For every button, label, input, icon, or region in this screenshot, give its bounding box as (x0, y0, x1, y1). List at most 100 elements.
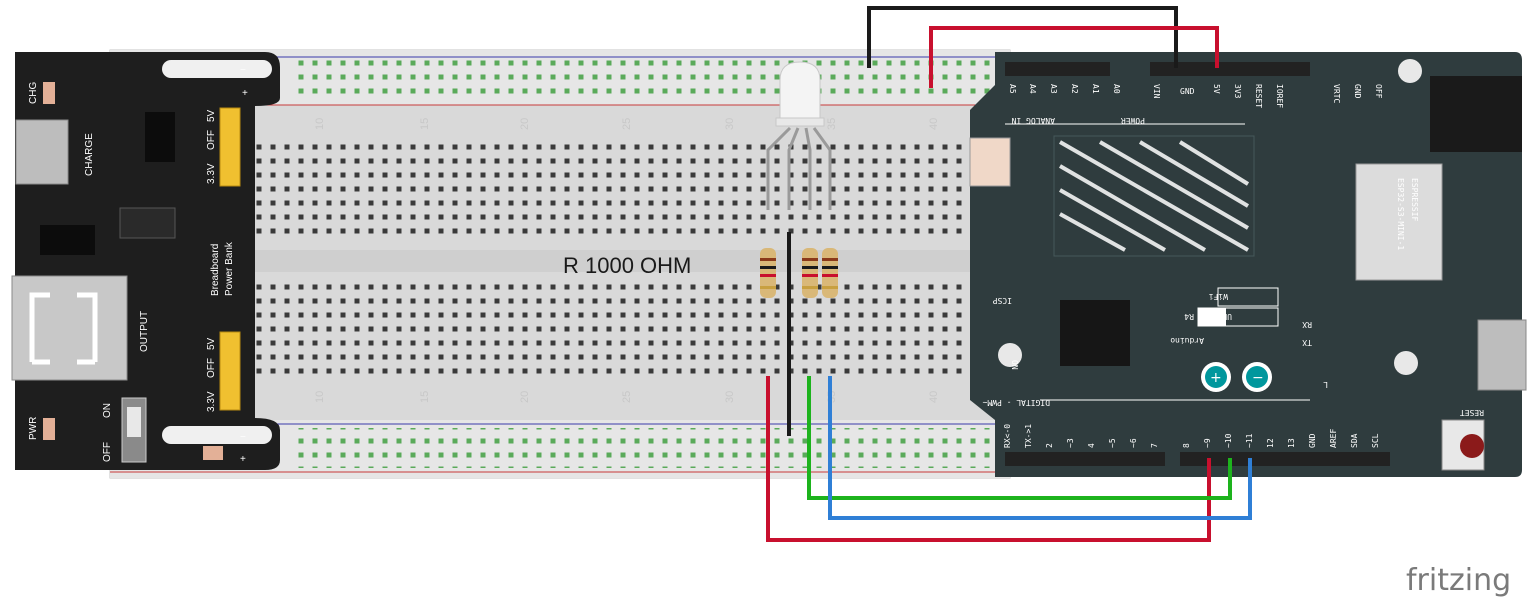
analog-in-header: ANALOG IN (1011, 116, 1055, 125)
on-label: ON (102, 403, 113, 418)
pin-label: VIN (1152, 84, 1161, 99)
usb-a-port (11, 275, 128, 381)
wire-blue-pin11 (828, 376, 1252, 520)
wires (766, 6, 1252, 542)
reset-button-cap[interactable] (1460, 434, 1484, 458)
pin-label: 12 (1266, 438, 1275, 448)
module-line2: ESP32-S3-MINI-1 (1396, 178, 1405, 250)
rail-minus-label-bottom: − (240, 432, 246, 443)
wire-green-pin10 (807, 376, 1232, 500)
mount-hole (1394, 351, 1418, 375)
col-number: 30 (724, 391, 736, 403)
power-pins: VIN GND 5V 3V3 RESET IOREF (1152, 84, 1284, 108)
pin-label: SDA (1350, 433, 1359, 448)
plus-icon: + (1210, 370, 1222, 386)
pin-label: RX<-0 (1003, 424, 1012, 448)
resistor (802, 248, 818, 298)
pin-label: 3V3 (1233, 84, 1242, 99)
col-number: 35 (826, 118, 838, 130)
r4-label: R4 (1184, 312, 1194, 321)
pin-label: AREF (1329, 429, 1338, 448)
pin-label: 13 (1287, 438, 1296, 448)
jumper-bottom[interactable] (219, 331, 241, 411)
pin-label: A2 (1070, 84, 1079, 94)
pwr-label: PWR (28, 417, 39, 440)
col-number: 25 (621, 118, 633, 130)
pin-label: A5 (1008, 84, 1017, 94)
uno-label: UNO (1217, 312, 1232, 321)
usb-symbol (29, 292, 98, 365)
chg-led (43, 82, 55, 104)
resistor (822, 248, 838, 298)
jumper-5v-label: 5V (206, 109, 217, 122)
power-header: POWER (1121, 116, 1145, 125)
power-switch-knob[interactable] (127, 407, 141, 437)
rgb-led (766, 61, 832, 210)
jumper-top[interactable] (219, 107, 241, 187)
pin-label: GND (1353, 84, 1362, 99)
rx-label: RX (1302, 320, 1312, 329)
terminal-strip-top (250, 140, 970, 238)
digital-pins: RX<-0 TX->1 2 ~3 4 ~5 ~6 7 8 ~9 ~10 ~11 … (1003, 424, 1380, 448)
pin-label: IOREF (1275, 84, 1284, 108)
resistors (760, 248, 838, 298)
col-number: 15 (419, 118, 431, 130)
pin-label: A1 (1091, 84, 1100, 94)
reset-label: RESET (1460, 408, 1484, 417)
pin-label: A4 (1028, 84, 1037, 94)
rail-header-top (162, 60, 272, 78)
pin-label: ~6 (1129, 438, 1138, 448)
pin-label: ~9 (1203, 438, 1212, 448)
barrel-jack (1430, 76, 1522, 152)
col-number: 30 (724, 118, 736, 130)
power-bank-title-2: Power Bank (224, 241, 235, 296)
digital-header: DIGITAL - PWM~ (982, 398, 1050, 407)
col-number: 20 (519, 118, 531, 130)
chg-label: CHG (28, 82, 39, 104)
column-numbers-top: 10 15 20 25 30 35 40 (314, 118, 940, 130)
pin-label: ~11 (1245, 433, 1254, 448)
off-label: OFF (102, 442, 113, 462)
wifi-label: WiFi (1209, 292, 1228, 301)
l-led-label: L (1323, 380, 1328, 389)
power-bank-title-1: Breadboard (210, 244, 221, 296)
output-label: OUTPUT (139, 311, 150, 352)
col-number: 10 (314, 391, 326, 403)
pin-label: 5V (1212, 84, 1221, 94)
pin-label: 8 (1182, 443, 1191, 448)
icsp-label: ICSP (993, 296, 1012, 305)
esp32-module (1355, 163, 1443, 281)
minus-icon: − (1252, 370, 1264, 386)
rail-header-bottom (162, 426, 272, 444)
pin-label: 7 (1150, 443, 1159, 448)
tx-label: TX (1302, 338, 1312, 347)
pin-label: VRTC (1332, 84, 1341, 103)
col-number: 10 (314, 118, 326, 130)
qwiic-connector (969, 137, 1011, 187)
pin-label: GND (1308, 433, 1317, 448)
chip (145, 112, 175, 162)
regulator (119, 207, 176, 239)
arduino-board: + − WiFi R4 UNO Arduino ANALOG IN POWER … (969, 52, 1527, 477)
charge-label: CHARGE (84, 133, 95, 176)
pin-label: TX->1 (1024, 424, 1033, 448)
jumper-5v-label: 5V (206, 337, 217, 350)
pin-label: ~5 (1108, 438, 1117, 448)
led-legs (766, 126, 832, 210)
power-module: + − + − CHG CHARGE OUTPUT PWR ON OFF Bre… (11, 52, 280, 470)
rail-minus-label-top: − (240, 65, 246, 76)
fritzing-watermark: fritzing (1406, 563, 1511, 598)
jumper-off-label: OFF (206, 130, 217, 150)
pin-label: A3 (1049, 84, 1058, 94)
resistor-smd (203, 446, 223, 460)
module-line1: ESPRESSIF (1410, 178, 1419, 222)
jumper-3v3-label: 3.3V (206, 163, 217, 184)
column-numbers-bottom: 10 15 20 25 30 35 40 (314, 391, 940, 403)
top-right-pins: VRTC GND OFF (1332, 84, 1383, 103)
pin-label: OFF (1374, 84, 1383, 99)
mount-hole (1398, 59, 1422, 83)
terminal-strip-bottom (250, 280, 970, 378)
col-number: 25 (621, 391, 633, 403)
resistor-label: R 1000 OHM (563, 253, 691, 278)
